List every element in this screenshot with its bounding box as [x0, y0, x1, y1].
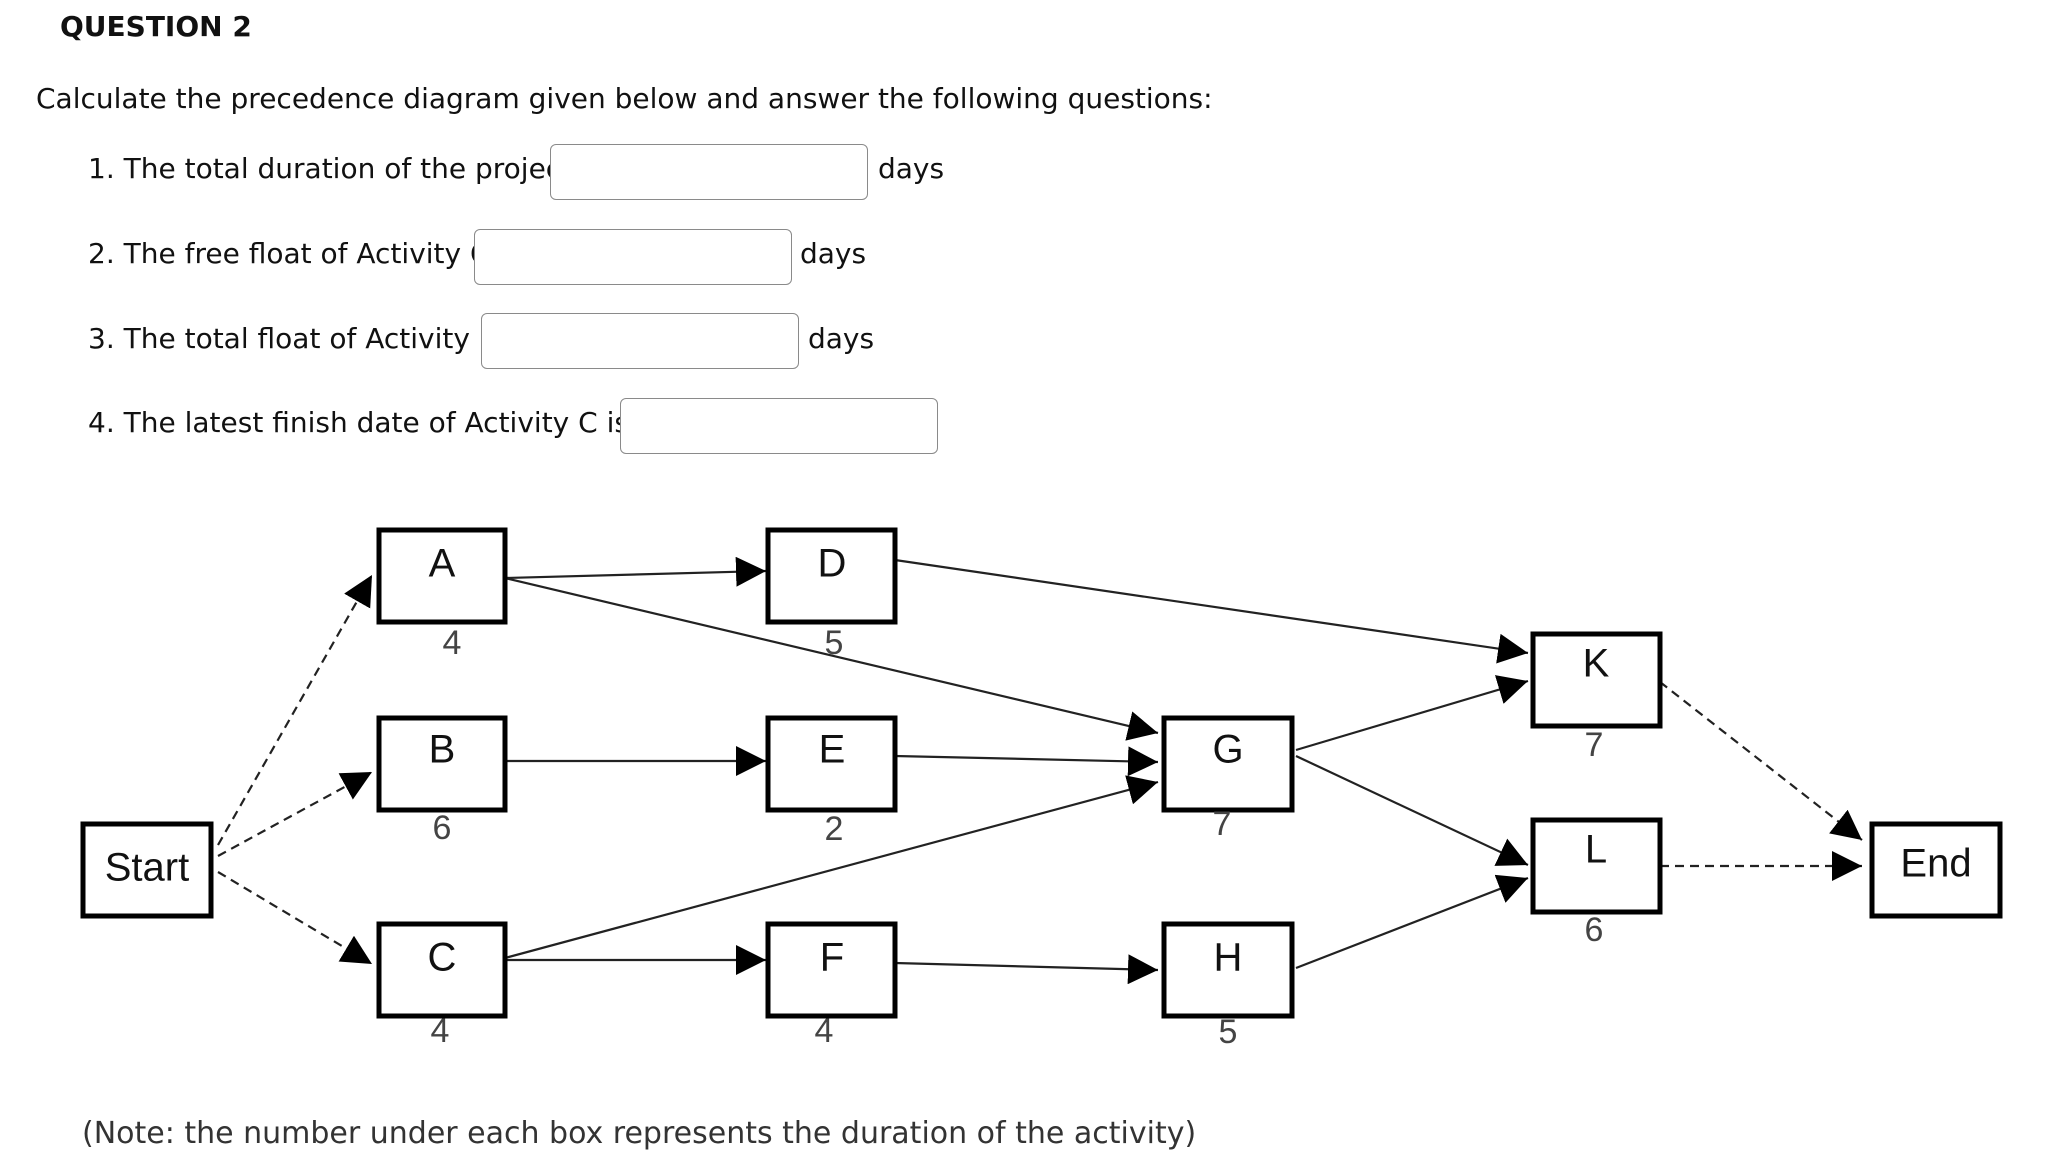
node-C: C 4: [376, 921, 508, 1050]
node-L-duration: 6: [1585, 911, 1604, 949]
node-E: E 2: [765, 715, 898, 848]
node-D-duration: 5: [825, 624, 844, 662]
node-D: D 5: [765, 527, 898, 662]
node-B-label: B: [429, 728, 456, 772]
question-2-text: 2. The free float of Activity G is: [88, 237, 523, 270]
node-E-label: E: [819, 728, 846, 772]
question-title: QUESTION 2: [60, 10, 252, 43]
edge-H-L: [1295, 874, 1529, 970]
question-2-unit: days: [800, 237, 867, 270]
edge-Start-C: [217, 871, 373, 965]
question-3-text: 3. The total float of Activity D is: [88, 322, 532, 355]
node-F: F 4: [765, 921, 898, 1050]
node-H: H 5: [1161, 921, 1295, 1051]
node-end: End: [1869, 821, 2003, 919]
edge-C-G: [504, 775, 1159, 960]
node-G-duration: 7: [1213, 805, 1232, 843]
answer-1-input[interactable]: [550, 144, 868, 200]
node-G: G 7: [1161, 715, 1295, 843]
node-start-label: Start: [105, 846, 189, 890]
answer-3-input[interactable]: [481, 313, 799, 369]
node-end-label: End: [1900, 842, 1971, 886]
node-K-duration: 7: [1585, 726, 1604, 764]
edge-G-L: [1295, 755, 1529, 866]
diagram-note: (Note: the number under each box represe…: [82, 1116, 1197, 1151]
node-start: Start: [80, 821, 214, 919]
node-D-label: D: [818, 542, 847, 586]
edge-F-H: [894, 954, 1159, 985]
edge-K-End: [1659, 681, 1863, 841]
node-B: B 6: [376, 715, 508, 847]
node-C-duration: 4: [431, 1012, 450, 1050]
question-1-text: 1. The total duration of the project is: [88, 152, 604, 185]
node-G-label: G: [1212, 728, 1243, 772]
node-F-duration: 4: [815, 1012, 834, 1050]
node-K-label: K: [1583, 642, 1610, 686]
node-H-duration: 5: [1219, 1013, 1238, 1051]
edge-D-K: [894, 558, 1529, 664]
edge-E-G: [894, 746, 1159, 777]
edge-Start-A: [217, 574, 373, 846]
edge-G-K: [1295, 675, 1529, 752]
node-A-label: A: [429, 542, 456, 586]
edge-Start-B: [217, 771, 373, 857]
node-B-duration: 6: [433, 809, 452, 847]
edge-A-D: [504, 556, 767, 587]
node-A: A 4: [376, 527, 508, 662]
node-L-label: L: [1585, 828, 1607, 872]
node-E-duration: 2: [825, 810, 844, 848]
question-intro: Calculate the precedence diagram given b…: [36, 82, 1213, 115]
question-1-unit: days: [878, 152, 945, 185]
node-A-duration: 4: [443, 624, 462, 662]
answer-4-input[interactable]: [620, 398, 938, 454]
node-H-label: H: [1214, 936, 1243, 980]
node-K: K 7: [1530, 631, 1663, 764]
question-3-unit: days: [808, 322, 875, 355]
edge-A-G: [504, 576, 1159, 741]
node-C-label: C: [428, 936, 457, 980]
node-L: L 6: [1530, 817, 1663, 949]
node-F-label: F: [820, 936, 844, 980]
answer-2-input[interactable]: [474, 229, 792, 285]
question-4-text: 4. The latest finish date of Activity C …: [88, 406, 694, 439]
